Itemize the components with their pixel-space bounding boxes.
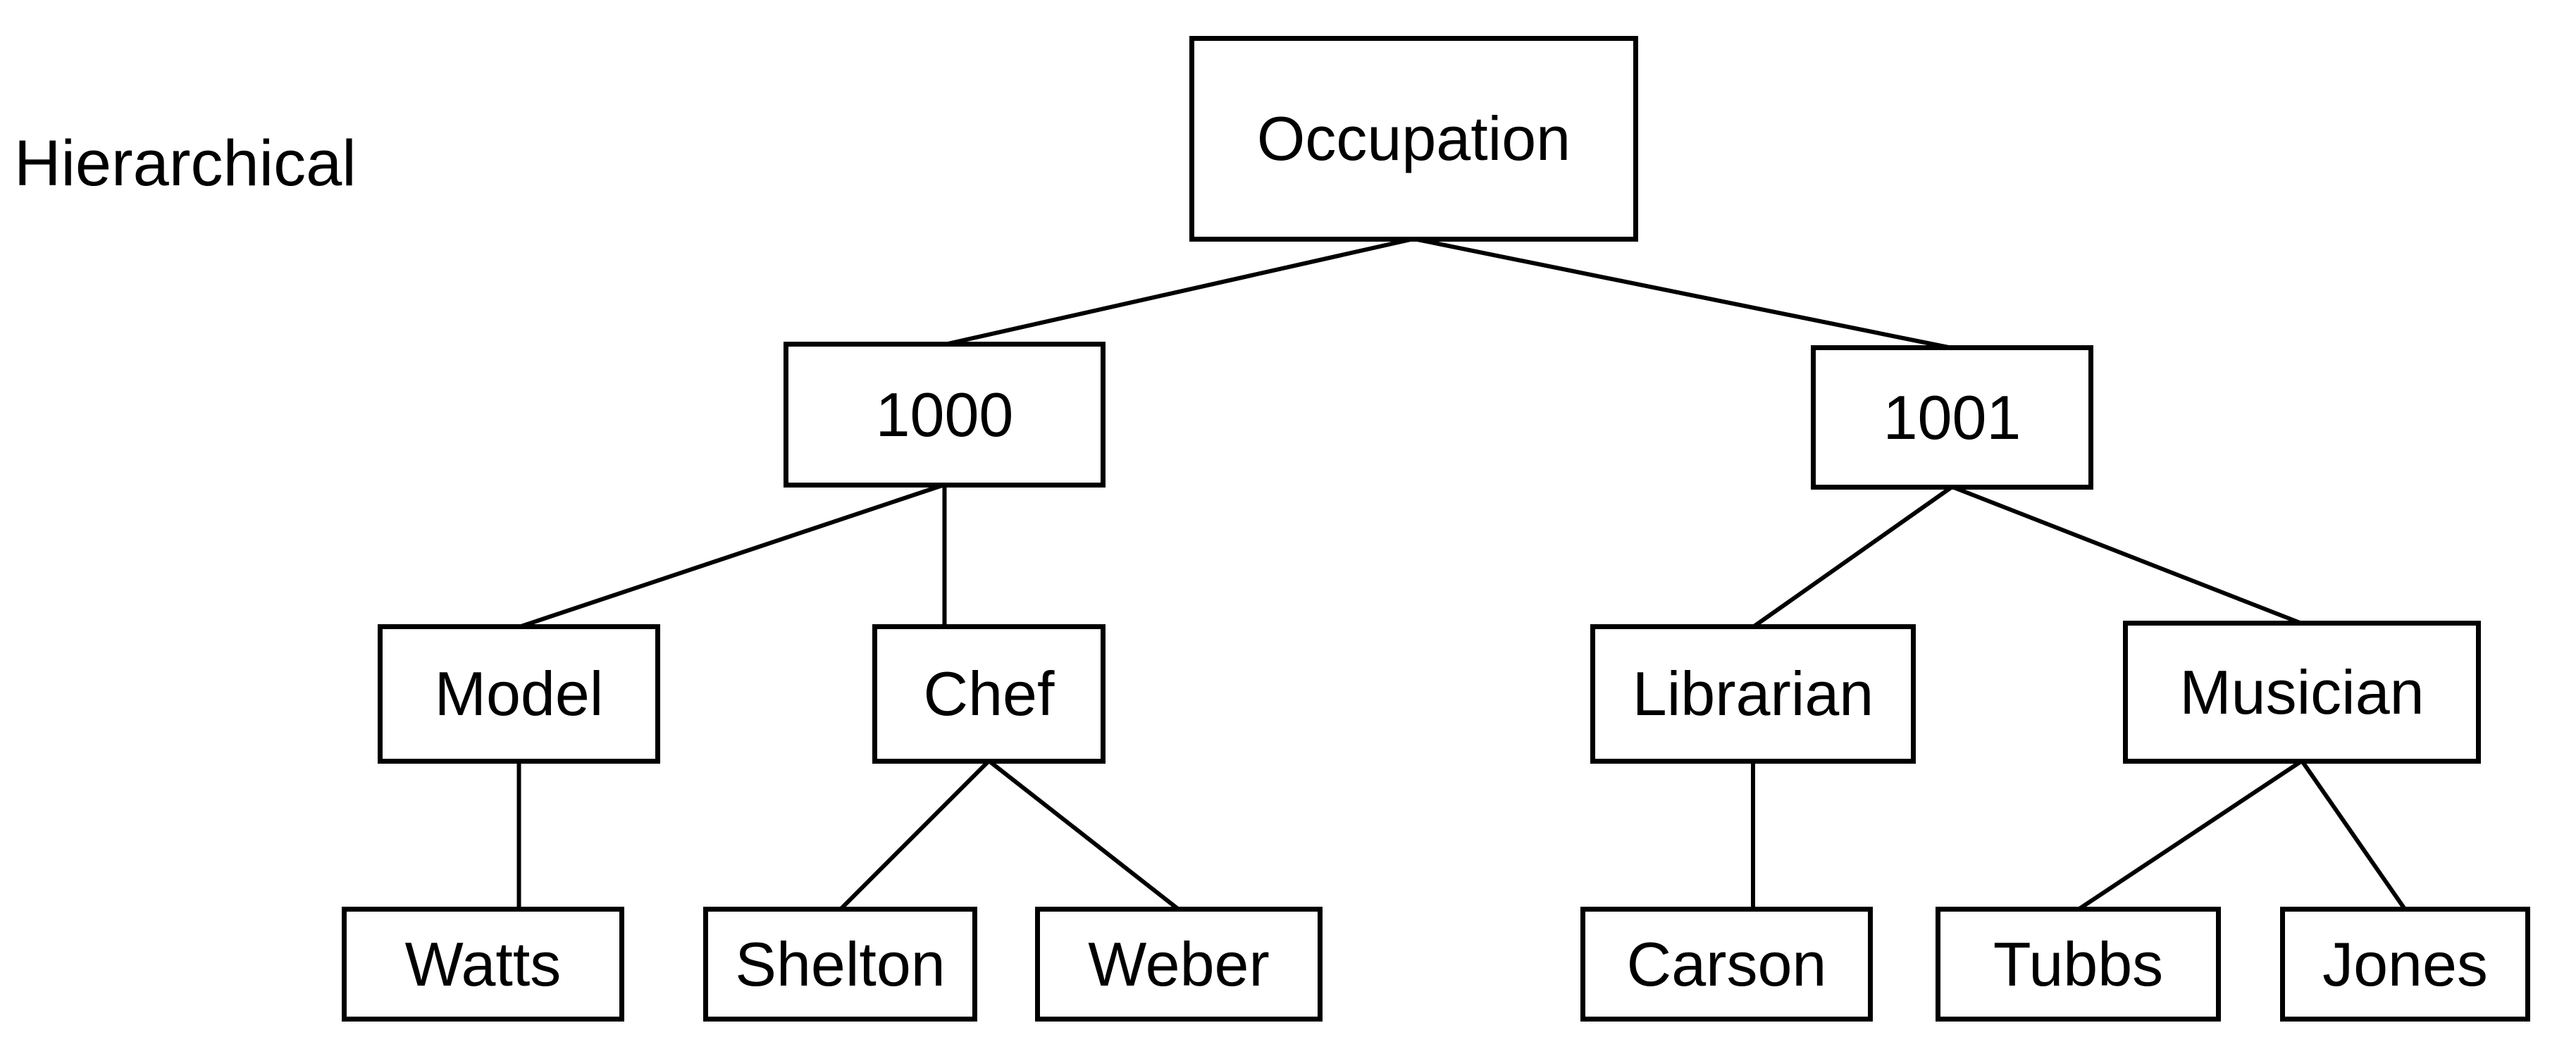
tree-node-label: Weber xyxy=(1088,929,1270,999)
tree-node-code-1000: 1000 xyxy=(784,342,1106,488)
tree-edge-code-1001-musician xyxy=(1951,485,2303,626)
tree-edge-occupation-code-1001 xyxy=(1413,237,1953,350)
tree-node-librarian: Librarian xyxy=(1590,624,1916,764)
tree-node-code-1001: 1001 xyxy=(1811,345,2093,490)
tree-node-jones: Jones xyxy=(2280,907,2530,1022)
tree-node-label: Jones xyxy=(2322,929,2488,999)
tree-node-watts: Watts xyxy=(342,907,624,1022)
tree-node-shelton: Shelton xyxy=(703,907,977,1022)
tree-edge-occupation-code-1000 xyxy=(943,237,1415,347)
tree-node-label: Watts xyxy=(404,929,562,999)
tree-edge-musician-tubbs xyxy=(2076,759,2303,912)
tree-node-label: Tubbs xyxy=(1993,929,2164,999)
tree-node-label: Carson xyxy=(1626,929,1827,999)
tree-node-tubbs: Tubbs xyxy=(1936,907,2221,1022)
tree-node-carson: Carson xyxy=(1580,907,1873,1022)
tree-node-label: Shelton xyxy=(735,929,946,999)
tree-node-occupation: Occupation xyxy=(1189,36,1638,242)
tree-node-label: Occupation xyxy=(1256,104,1571,173)
tree-node-chef: Chef xyxy=(872,624,1106,764)
tree-node-label: Librarian xyxy=(1632,659,1874,728)
tree-node-musician: Musician xyxy=(2123,621,2481,764)
diagram-caption: Hierarchical xyxy=(14,128,357,199)
tree-edge-code-1001-librarian xyxy=(1752,485,1954,629)
tree-node-label: 1001 xyxy=(1883,382,2021,452)
tree-node-weber: Weber xyxy=(1035,907,1323,1022)
tree-edge-musician-jones xyxy=(2300,759,2407,911)
tree-edge-chef-shelton xyxy=(838,759,991,912)
tree-node-label: Chef xyxy=(923,659,1055,728)
tree-edge-code-1000-model xyxy=(518,483,946,629)
tree-node-label: Model xyxy=(434,659,604,728)
tree-node-label: 1000 xyxy=(875,379,1014,449)
tree-edge-chef-weber xyxy=(987,759,1180,912)
tree-node-label: Musician xyxy=(2179,657,2425,727)
tree-node-model: Model xyxy=(378,624,660,764)
